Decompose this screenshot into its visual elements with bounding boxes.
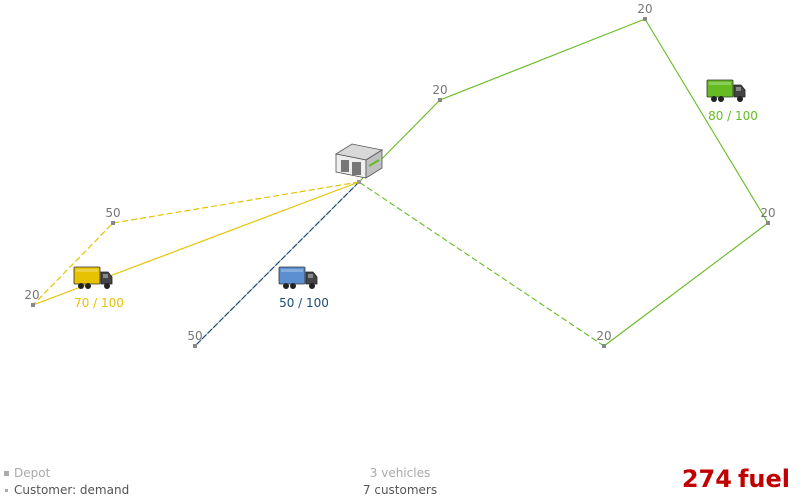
route-segment	[32, 181, 360, 306]
fuel-value: 274	[681, 465, 732, 493]
vehicles-count: 3 vehicles	[369, 466, 431, 480]
route-segment	[194, 181, 360, 347]
route-map[interactable]: 20 20 20 20 50 20 50 70 /	[0, 0, 800, 460]
customer-demand: 20	[760, 206, 775, 220]
customer-node[interactable]: 20	[432, 83, 448, 102]
route-segment	[358, 181, 605, 347]
route-blue	[194, 181, 360, 347]
customer-node[interactable]: 20	[637, 2, 653, 21]
legend-customer: Customer: demand	[4, 483, 129, 497]
customer-swatch-icon	[5, 488, 8, 492]
vehicle-yellow[interactable]: 70 / 100	[73, 266, 124, 310]
vehicle-blue[interactable]: 50 / 100	[278, 266, 329, 310]
customers-count: 7 customers	[362, 483, 438, 497]
truck-icon	[706, 79, 746, 103]
customer-node[interactable]: 50	[187, 329, 203, 348]
depot[interactable]	[334, 143, 384, 179]
vehicle-green[interactable]: 80 / 100	[706, 79, 758, 123]
vehicle-load-label: 50 / 100	[279, 296, 329, 310]
legend-customer-label: Customer: demand	[14, 483, 130, 497]
depot-swatch-icon	[4, 470, 9, 476]
customer-demand: 50	[105, 206, 120, 220]
route-segment	[358, 18, 769, 347]
customer-demand: 20	[24, 288, 39, 302]
vehicle-load-label: 70 / 100	[74, 296, 124, 310]
customer-node[interactable]: 50	[105, 206, 121, 225]
customer-node[interactable]: 20	[24, 288, 40, 307]
truck-icon	[278, 266, 318, 290]
customer-demand: 20	[637, 2, 652, 16]
customer-demand: 20	[596, 329, 611, 343]
depot-point	[357, 180, 361, 184]
legend-depot: Depot	[4, 466, 50, 480]
legend-depot-label: Depot	[14, 466, 51, 480]
fuel-unit: fuel	[737, 465, 790, 493]
customer-node[interactable]: 20	[596, 329, 612, 348]
customer-demand: 50	[187, 329, 202, 343]
route-green	[358, 18, 769, 347]
vehicle-load-label: 80 / 100	[708, 109, 758, 123]
truck-icon	[73, 266, 113, 290]
customer-demand: 20	[432, 83, 447, 97]
customer-node[interactable]: 20	[760, 206, 776, 225]
warehouse-icon	[334, 143, 384, 179]
